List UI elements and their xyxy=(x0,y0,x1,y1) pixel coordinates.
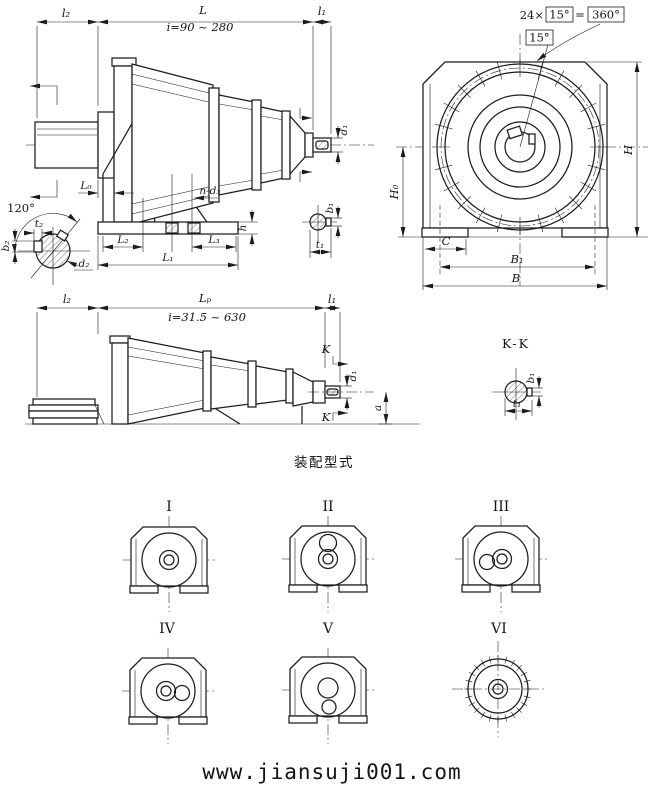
dim-t1-view1: t₁ xyxy=(316,239,324,251)
front-view: 15° 24× 15° = 360° H H₀ C B₁ B xyxy=(387,6,648,290)
side-view-high-ratio: l₂ L l₁ i=90 ~ 280 xyxy=(26,3,374,270)
dim-a: a xyxy=(372,405,384,411)
dim-t1-kk: t₁ xyxy=(513,398,521,410)
assembly-configurations: 装配型式 I II III IV xyxy=(122,455,547,744)
dim-t2: t₂ xyxy=(35,218,43,230)
svg-text:VI: VI xyxy=(490,621,507,637)
assembly-type-4: IV xyxy=(122,621,214,744)
dim-H0: H₀ xyxy=(387,184,401,200)
svg-text:IV: IV xyxy=(159,621,176,637)
dim-L2: L₂ xyxy=(116,234,128,246)
dim-B: B xyxy=(511,271,520,285)
dim-h: h xyxy=(237,225,249,232)
assembly-type-5: V xyxy=(282,621,374,744)
svg-text:II: II xyxy=(322,499,333,515)
dim-d1-view1: d₁ xyxy=(338,125,350,136)
dim-L3: L₃ xyxy=(207,234,219,246)
assembly-title: 装配型式 xyxy=(294,455,354,471)
angle-120: 120° xyxy=(7,201,35,215)
section-K-bottom: K xyxy=(321,410,332,424)
side-view-low-ratio: l₂ Lₚ l₁ i=31.5 ~ 630 K K xyxy=(25,291,420,425)
svg-text:I: I xyxy=(166,499,172,515)
dim-l1: l₁ xyxy=(318,4,326,18)
tick-note-eq: = xyxy=(575,8,585,22)
dim-l2: l₂ xyxy=(62,6,71,20)
dim-l2-v2: l₂ xyxy=(63,292,72,306)
section-kk: K-K b₁ t₁ xyxy=(492,336,543,420)
svg-text:III: III xyxy=(493,499,510,515)
assembly-type-3: III xyxy=(455,499,547,612)
tick-note-prefix: 24× xyxy=(520,8,544,22)
dim-d1-view2: d₁ xyxy=(347,371,359,382)
ring-tick-marks xyxy=(432,59,608,235)
dim-H: H xyxy=(621,144,635,156)
tick-note-angle: 15° xyxy=(549,8,569,22)
ratio-range-1: i=90 ~ 280 xyxy=(167,20,234,34)
dim-Lp: Lₚ xyxy=(198,291,212,305)
dim-b1-view1: b₁ xyxy=(324,203,336,214)
assembly-type-6: VI xyxy=(452,621,544,737)
dim-nd3: n-d₃ xyxy=(199,185,220,197)
dim-l1-v2: l₁ xyxy=(328,292,336,306)
dim-L0: L₀ xyxy=(79,180,92,192)
dim-d2: d₂ xyxy=(79,258,90,270)
flange-tick-marks xyxy=(464,655,532,723)
watermark-url: www.jiansuji001.com xyxy=(202,760,461,784)
dim-b2: b₂ xyxy=(0,241,12,252)
tick-note-total: 360° xyxy=(592,8,620,22)
assembly-type-1: I xyxy=(123,499,215,612)
dim-L1: L₁ xyxy=(161,252,173,264)
dim-b1-kk: b₁ xyxy=(525,373,537,384)
input-shaft-section-detail: 120° t₂ b₂ d₂ xyxy=(0,201,93,285)
dim-B1: B₁ xyxy=(509,252,523,266)
section-kk-title: K-K xyxy=(502,336,530,351)
angle-15-box: 15° xyxy=(529,31,549,45)
ratio-range-2: i=31.5 ~ 630 xyxy=(168,310,246,324)
section-K-top: K xyxy=(321,342,332,356)
svg-text:V: V xyxy=(322,621,334,637)
dim-C: C xyxy=(442,234,451,248)
dim-L: L xyxy=(198,3,207,17)
assembly-type-2: II xyxy=(282,499,374,612)
